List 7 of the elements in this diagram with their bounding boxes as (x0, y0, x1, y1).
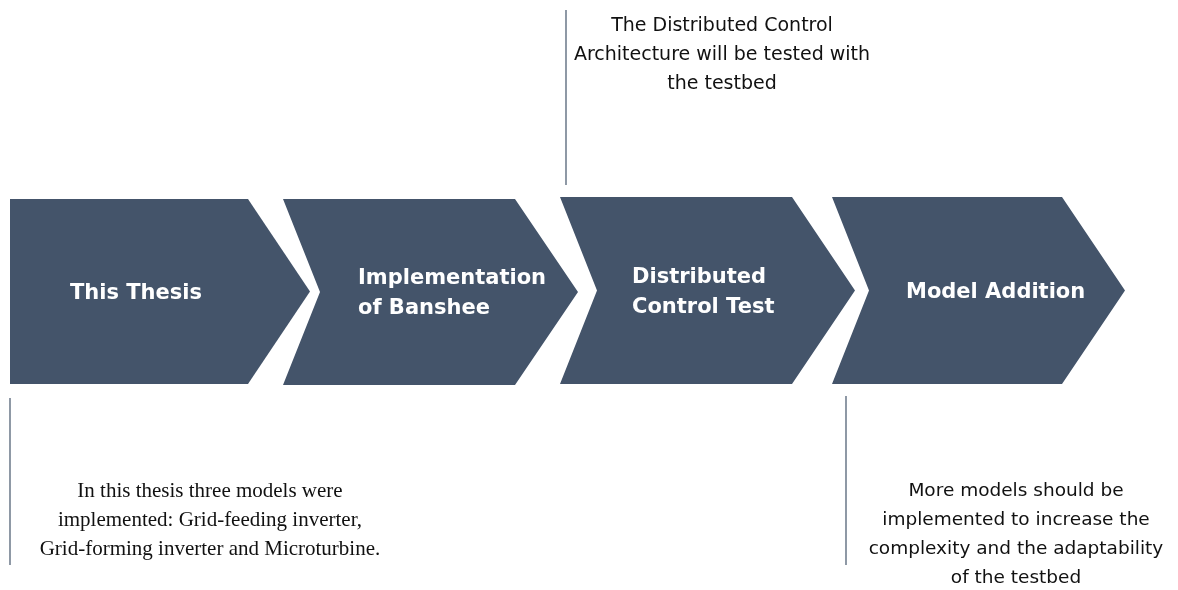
note-text: More models should be implemented to increase the complexity and the adaptability of the testbed (867, 478, 1165, 589)
step-label: This Thesis (70, 278, 202, 306)
step-label: Model Addition (906, 277, 1086, 305)
note-text: In this thesis three models were implemented: Grid-feeding inverter, Grid-forming inverter and Microturbine. (38, 477, 382, 562)
note-text: The Distributed Control Architecture will be tested with the testbed (572, 12, 872, 95)
step-label: Implementation of Banshee (358, 264, 548, 321)
step-label: Distributed Control Test (632, 262, 776, 320)
